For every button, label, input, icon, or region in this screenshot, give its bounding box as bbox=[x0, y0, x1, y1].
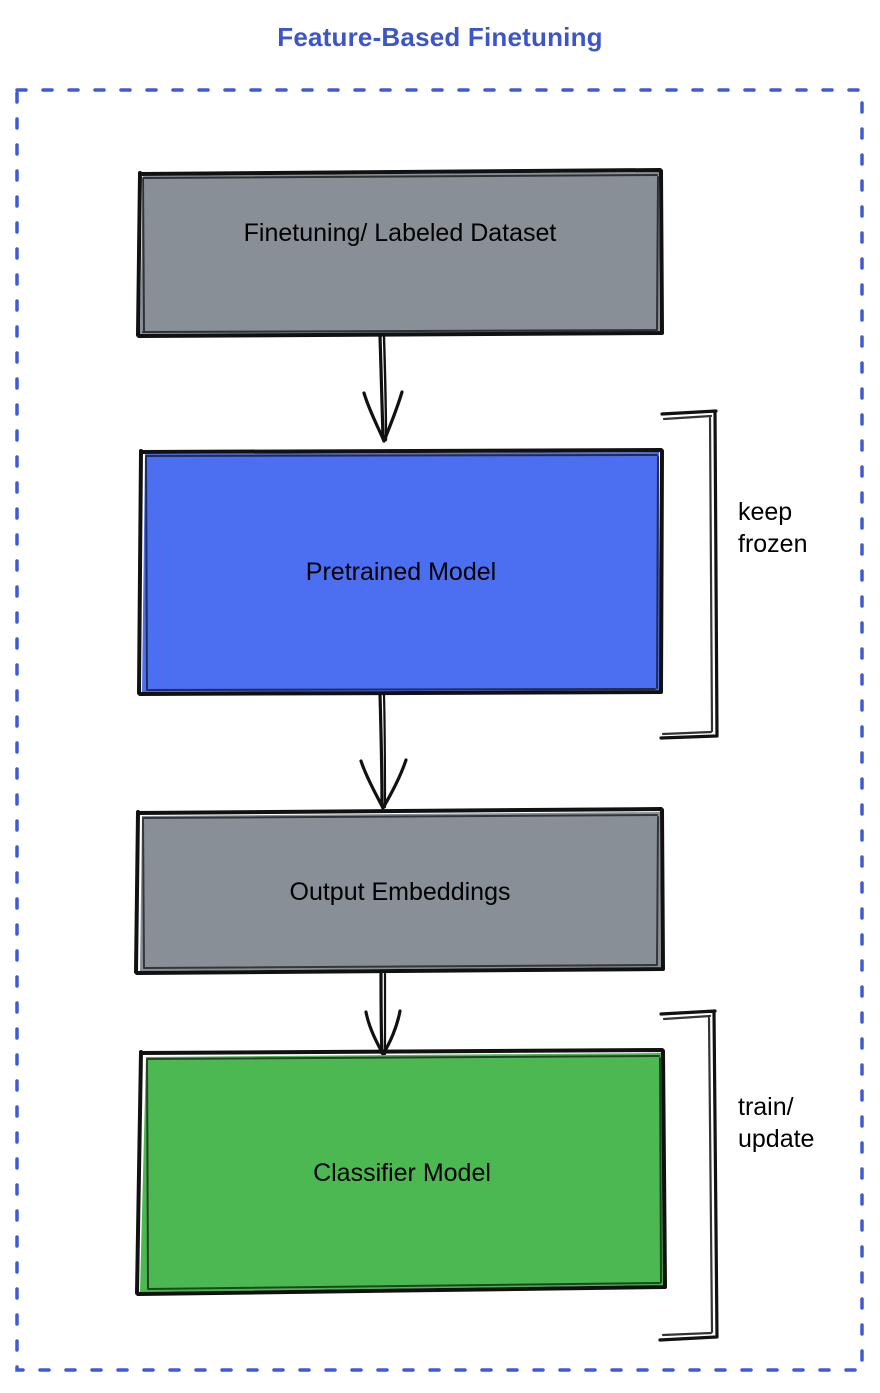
edge-embeddings-classifier bbox=[364, 971, 402, 1056]
node-classifier-label: Classifier Model bbox=[313, 1159, 491, 1187]
node-embeddings-fill bbox=[140, 812, 661, 971]
dashed-region-border bbox=[15, 88, 864, 1372]
arrowhead-down bbox=[362, 391, 386, 443]
node-pretrained-fill bbox=[142, 452, 660, 692]
bracket-keep-frozen bbox=[659, 409, 719, 740]
edge-pretrained-embeddings bbox=[359, 692, 408, 810]
node-dataset-fill bbox=[140, 172, 660, 334]
node-pretrained-outline-sketch bbox=[145, 454, 659, 691]
node-dataset-outline-sketch bbox=[142, 174, 659, 333]
node-dataset-label: Finetuning/ Labeled Dataset bbox=[243, 219, 557, 247]
node-embeddings[interactable] bbox=[134, 807, 665, 975]
node-dataset[interactable] bbox=[136, 168, 664, 338]
node-dataset-outline bbox=[136, 168, 664, 338]
node-embeddings-outline-sketch bbox=[142, 814, 659, 969]
annotation-train-update: train/ update bbox=[738, 1093, 815, 1153]
node-classifier[interactable] bbox=[135, 1048, 667, 1296]
node-pretrained-label: Pretrained Model bbox=[305, 558, 497, 586]
arrowhead-down-2 bbox=[382, 390, 404, 443]
bracket-train-update bbox=[658, 1009, 719, 1342]
annotation-keep-frozen: keep frozen bbox=[738, 498, 808, 558]
node-classifier-fill bbox=[140, 1053, 664, 1292]
arrowhead-down-2 bbox=[381, 758, 408, 810]
node-embeddings-outline bbox=[134, 807, 665, 975]
page-title: Feature-Based Finetuning bbox=[277, 22, 603, 52]
node-classifier-outline bbox=[135, 1048, 667, 1296]
node-pretrained-outline bbox=[137, 448, 664, 696]
node-embeddings-label: Output Embeddings bbox=[289, 878, 511, 906]
node-pretrained[interactable] bbox=[137, 448, 664, 696]
arrowhead-down bbox=[359, 759, 385, 810]
node-classifier-outline-sketch bbox=[146, 1055, 662, 1290]
edge-dataset-pretrained bbox=[362, 334, 404, 443]
